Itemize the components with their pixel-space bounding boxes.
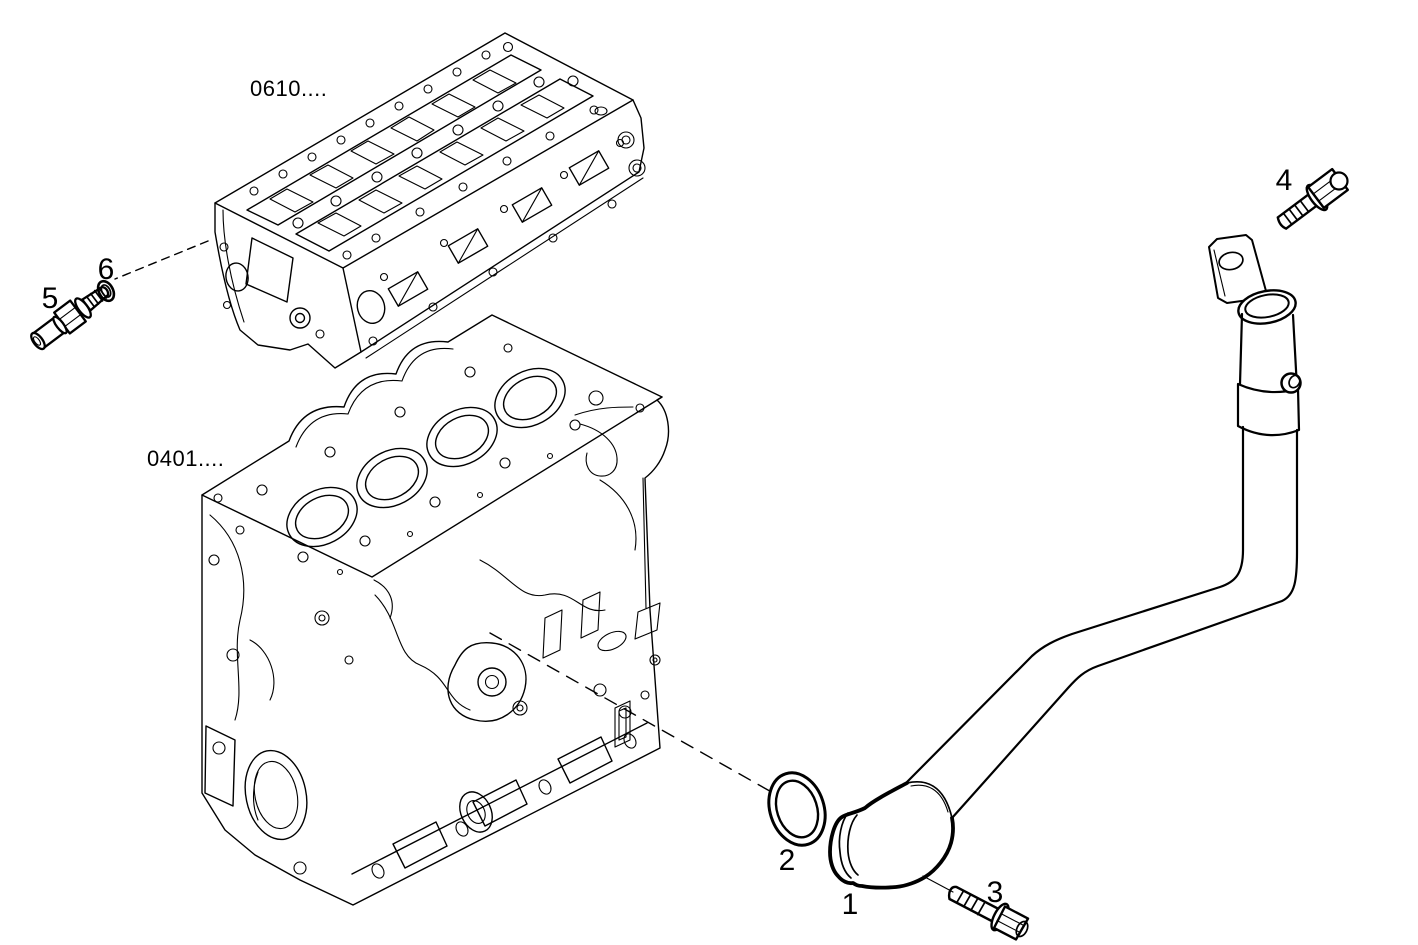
oil-filler-pipe-drawing [828, 234, 1302, 893]
leader-head-to-fitting [114, 240, 209, 280]
flange-bolt-3-drawing [947, 885, 1030, 941]
callout-6: 6 [98, 253, 115, 286]
callout-5: 5 [42, 282, 59, 315]
cylinder-head-drawing [214, 32, 646, 369]
callout-3: 3 [987, 876, 1004, 909]
leader-block-to-oring [489, 632, 776, 795]
union-fitting-drawing [30, 285, 110, 351]
assembly-code-engine-block: 0401.... [147, 446, 224, 471]
pipe-elbow [828, 781, 955, 890]
o-ring-gasket-drawing [767, 771, 827, 847]
callout-1: 1 [842, 888, 859, 921]
seal-ring-drawing [96, 279, 116, 303]
assembly-code-cylinder-head: 0610.... [250, 76, 327, 101]
callout-4: 4 [1276, 164, 1293, 197]
engine-block-drawing [201, 314, 670, 906]
dashed-leader-lines [114, 240, 776, 795]
leader-elbow-to-bolt [922, 875, 954, 893]
part-labels: 0610.... 0401.... 1 2 3 4 5 6 [42, 76, 1293, 921]
pipe-collar [1236, 382, 1301, 437]
callout-2: 2 [779, 844, 796, 877]
flange-bolt-4-drawing [1276, 167, 1349, 230]
bracket-bolt-hole [1218, 251, 1244, 271]
